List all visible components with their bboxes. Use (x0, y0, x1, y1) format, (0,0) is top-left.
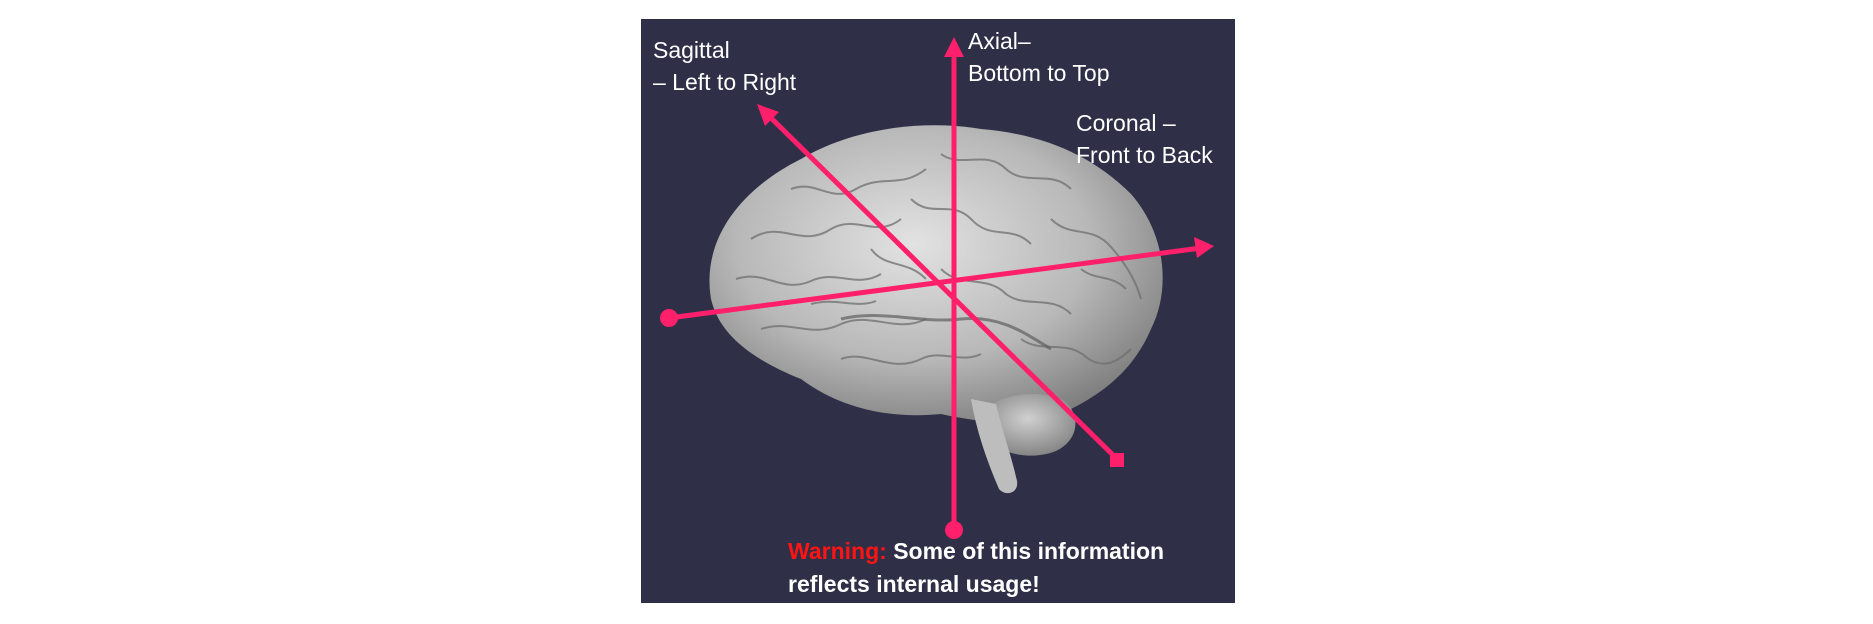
axes (660, 37, 1214, 539)
axial-label: Axial– Bottom to Top (968, 25, 1110, 89)
coronal-origin-dot (660, 309, 678, 327)
coronal-label-line1: Coronal – (1076, 110, 1176, 136)
warning-note: Warning: Some of this information reflec… (788, 535, 1164, 601)
sagittal-label-line2: – Left to Right (653, 69, 797, 95)
brain-stem (971, 399, 1018, 494)
axial-origin-dot (945, 521, 963, 539)
diagram-panel: Sagittal – Left to Right Axial– Bottom t… (641, 19, 1235, 603)
coronal-arrowhead-icon (1194, 237, 1214, 258)
warning-text-line2: reflects internal usage! (788, 571, 1040, 597)
coronal-axis-line (668, 245, 1202, 321)
axial-label-line2: Bottom to Top (968, 60, 1110, 86)
sylvian-fissure (840, 313, 1052, 351)
warning-prefix: Warning: (788, 538, 887, 564)
warning-text-line1: Some of this information (893, 538, 1165, 564)
sagittal-origin-square (1110, 453, 1124, 467)
axial-label-line1: Axial– (968, 28, 1031, 54)
sagittal-arrowhead-icon (757, 104, 779, 126)
coronal-label: Coronal – Front to Back (1076, 107, 1213, 171)
brain-axes-diagram (660, 37, 1214, 539)
sagittal-axis-line (764, 111, 1120, 462)
sagittal-label-line1: Sagittal (653, 37, 730, 63)
warning-line1: Warning: Some of this information (788, 535, 1164, 568)
coronal-label-line2: Front to Back (1076, 142, 1213, 168)
axial-arrowhead-icon (944, 37, 964, 57)
sagittal-label: Sagittal – Left to Right (653, 34, 796, 98)
